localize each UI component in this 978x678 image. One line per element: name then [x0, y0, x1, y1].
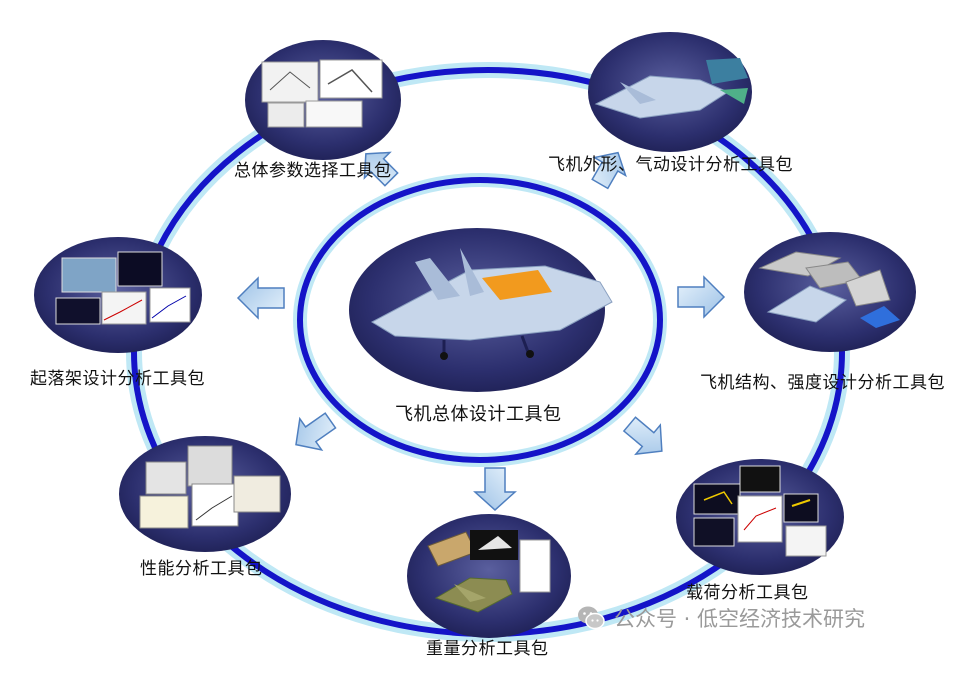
watermark: 公众号 · 低空经济技术研究	[576, 600, 865, 636]
arrow-to-weight	[473, 467, 517, 512]
arrow-to-shape-aero	[591, 151, 627, 190]
node-shape-aero	[588, 32, 752, 152]
arrow-to-structure-strength	[677, 275, 726, 319]
loaded-structure-thumbnails-icon	[693, 465, 827, 557]
node-label-load: 载荷分析工具包	[686, 583, 809, 603]
node-label-landing-gear: 起落架设计分析工具包	[30, 369, 205, 389]
arrow-to-load	[622, 416, 663, 456]
document-thumbnails-icon	[261, 59, 383, 128]
chart-thumbnails-icon	[55, 251, 191, 325]
node-performance	[119, 436, 291, 552]
node-structure-strength	[744, 232, 916, 352]
node-label-overall-params: 总体参数选择工具包	[234, 161, 392, 181]
node-weight	[407, 514, 571, 638]
structure-model-icon	[758, 251, 900, 328]
arrow-to-landing-gear	[236, 276, 285, 320]
aircraft-center-icon	[370, 248, 613, 360]
center-node-label: 飞机总体设计工具包	[395, 404, 562, 425]
aircraft-weight-icon	[427, 530, 551, 613]
center-node	[349, 228, 613, 392]
node-label-weight: 重量分析工具包	[426, 639, 549, 659]
node-label-shape-aero: 飞机外形、气动设计分析工具包	[548, 155, 793, 175]
aircraft-aero-icon	[594, 58, 748, 119]
node-label-structure-strength: 飞机结构、强度设计分析工具包	[700, 373, 945, 393]
node-overall-params	[245, 40, 401, 160]
arrow-to-performance	[295, 412, 337, 451]
wechat-icon	[576, 603, 606, 633]
arrow-to-overall-params	[363, 151, 399, 187]
watermark-text: 公众号 · 低空经济技术研究	[614, 607, 866, 631]
node-load	[676, 459, 844, 575]
node-landing-gear	[34, 237, 202, 353]
window-thumbnails-icon	[139, 445, 281, 529]
node-label-performance: 性能分析工具包	[140, 559, 263, 579]
